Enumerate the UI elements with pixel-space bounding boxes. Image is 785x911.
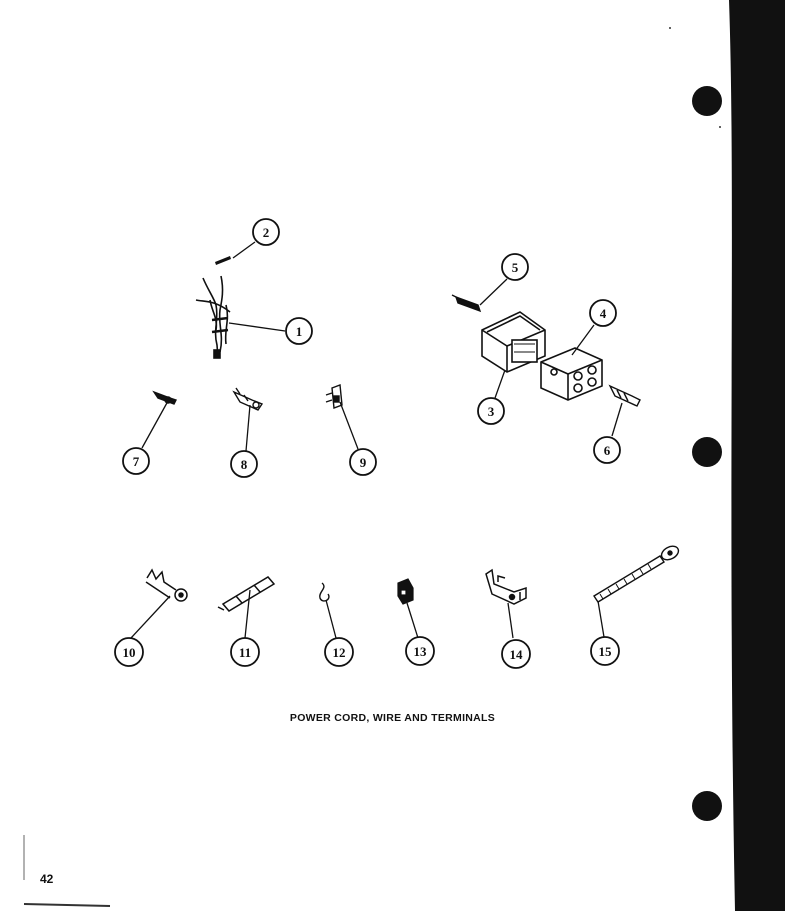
scan-line-bottom xyxy=(23,903,111,907)
part-power-cord xyxy=(195,275,231,359)
callout-label-15: 15 xyxy=(599,644,613,659)
callout-11: 11 xyxy=(230,637,260,667)
part-splice-11 xyxy=(217,576,276,612)
leader-3 xyxy=(494,369,506,399)
binder-hole-middle xyxy=(692,437,722,467)
callout-label-10: 10 xyxy=(123,645,136,660)
leader-12 xyxy=(325,599,337,639)
leader-13 xyxy=(406,602,419,639)
part-terminal-8 xyxy=(232,387,264,411)
callout-1: 1 xyxy=(285,317,313,345)
part-wire-ends xyxy=(215,256,231,265)
part-terminal-6 xyxy=(608,384,641,407)
leader-7 xyxy=(141,400,169,449)
callout-label-7: 7 xyxy=(133,454,140,469)
part-connector-13 xyxy=(397,578,414,605)
callout-3: 3 xyxy=(477,397,505,425)
callout-label-3: 3 xyxy=(488,404,495,419)
part-bracket-14 xyxy=(485,568,527,605)
callout-label-13: 13 xyxy=(414,644,428,659)
callout-label-2: 2 xyxy=(263,225,270,240)
callouts: 1 2 3 4 5 6 7 8 9 10 11 12 13 14 15 xyxy=(114,218,621,669)
speck xyxy=(719,126,721,128)
leader-15 xyxy=(597,600,605,638)
leader-5 xyxy=(479,278,508,306)
callout-label-11: 11 xyxy=(239,645,251,660)
part-terminal-5 xyxy=(451,294,482,313)
callout-label-14: 14 xyxy=(510,647,524,662)
binder-hole-top xyxy=(692,86,722,116)
part-terminal-9 xyxy=(325,384,343,409)
diagram-caption: POWER CORD, WIRE AND TERMINALS xyxy=(289,712,496,724)
callout-8: 8 xyxy=(230,450,258,478)
callout-4: 4 xyxy=(589,299,617,327)
part-connector-housing-3 xyxy=(481,311,546,373)
leader-2 xyxy=(232,241,256,259)
binder-hole-bottom xyxy=(692,791,722,821)
leader-11 xyxy=(244,589,251,639)
callout-5: 5 xyxy=(501,253,529,281)
part-ring-terminal-10 xyxy=(145,568,188,602)
speck xyxy=(669,27,671,29)
part-cable-tie-15 xyxy=(593,545,680,603)
callout-6: 6 xyxy=(593,436,621,464)
callout-label-4: 4 xyxy=(600,306,607,321)
callout-label-9: 9 xyxy=(360,455,367,470)
callout-2: 2 xyxy=(252,218,280,246)
leader-1 xyxy=(228,322,286,332)
callout-7: 7 xyxy=(122,447,150,475)
callout-label-1: 1 xyxy=(296,324,303,339)
part-connector-housing-4 xyxy=(540,347,603,401)
leader-14 xyxy=(507,602,514,639)
binder-edge-shade xyxy=(729,0,740,911)
leader-9 xyxy=(339,401,359,450)
leader-lines xyxy=(130,241,623,639)
callout-label-5: 5 xyxy=(512,260,519,275)
binder-edge xyxy=(735,0,785,911)
part-wire-clip-12 xyxy=(319,582,330,602)
callout-15: 15 xyxy=(590,636,620,666)
page-number: 42 xyxy=(40,872,54,886)
callout-9: 9 xyxy=(349,448,377,476)
callout-10: 10 xyxy=(114,637,144,667)
leader-8 xyxy=(245,404,251,452)
leader-4 xyxy=(571,324,595,356)
callout-14: 14 xyxy=(501,639,531,669)
callout-12: 12 xyxy=(324,637,354,667)
callout-label-8: 8 xyxy=(241,457,248,472)
part-terminal-7 xyxy=(152,390,177,405)
callout-label-12: 12 xyxy=(333,645,346,660)
callout-label-6: 6 xyxy=(604,443,611,458)
leader-6 xyxy=(611,402,623,437)
callout-13: 13 xyxy=(405,636,435,666)
leader-10 xyxy=(130,595,171,639)
